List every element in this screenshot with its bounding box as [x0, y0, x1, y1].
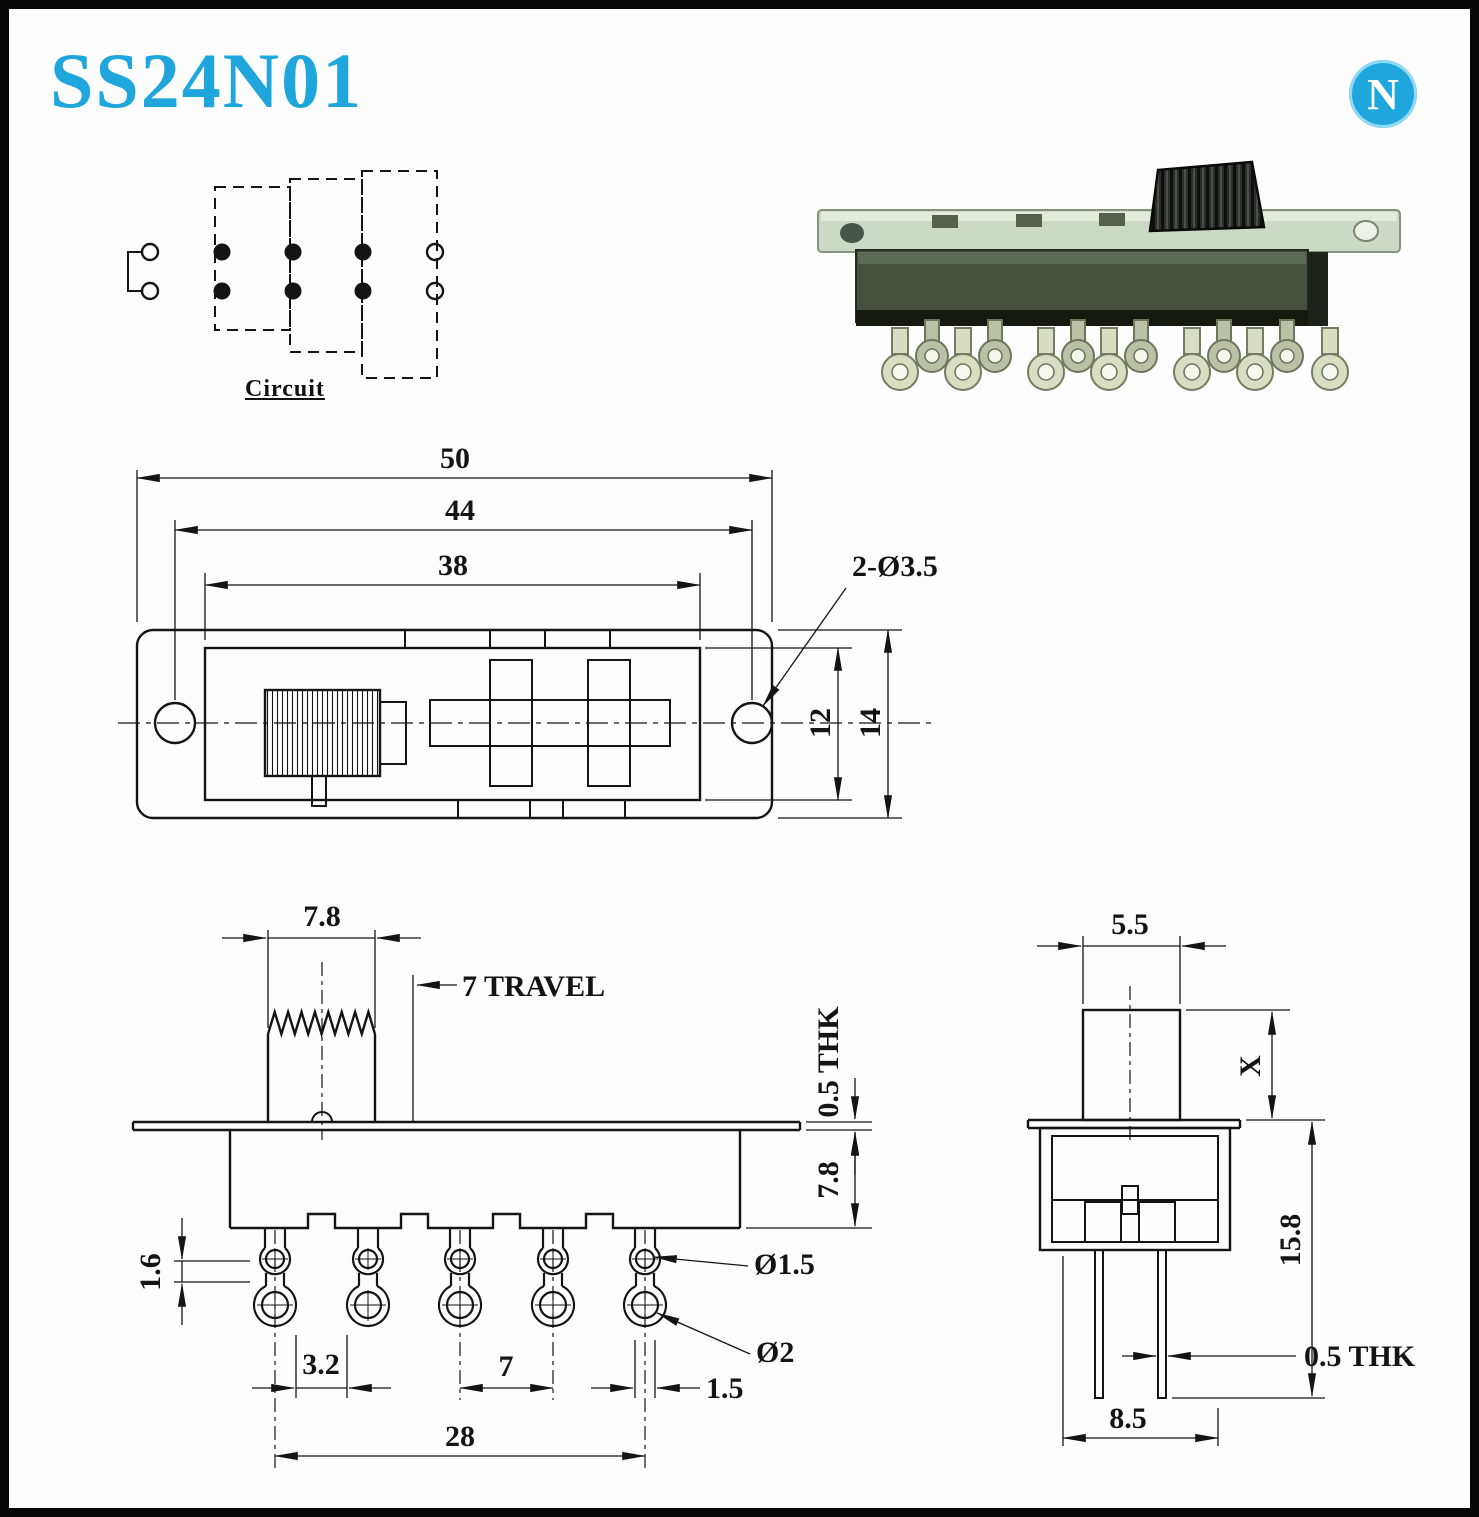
side-view-outline: [1026, 986, 1242, 1399]
terminal-pin-right: [1157, 1249, 1167, 1399]
front-dim-terminal-offset: 1.6: [134, 1253, 167, 1291]
mount-hole-right: [1353, 220, 1379, 242]
front-view-drawing: 7.8 7 TRAVEL 0.5 THK 7.8 1.6: [131, 900, 872, 1468]
product-photo: [817, 160, 1401, 391]
top-dim-flange-height: 14: [854, 708, 887, 738]
circuit-common-terminals: [140, 242, 160, 301]
front-dim-body-depth: 7.8: [812, 1161, 845, 1199]
front-dim-lug-gap: 3.2: [302, 1348, 340, 1381]
top-view-drawing: 50 44 38 2-Ø3.5 12 14: [118, 442, 938, 820]
side-dim-pin-thickness: 0.5 THK: [1304, 1340, 1416, 1373]
top-dim-hole-spacing: 44: [445, 494, 475, 527]
circuit-diagram: [127, 170, 445, 379]
side-dim-knob-depth: 5.5: [1111, 908, 1149, 941]
mount-hole-left: [840, 223, 864, 243]
top-dim-body-width: 38: [438, 549, 468, 582]
front-view-dimensions: 7.8 7 TRAVEL 0.5 THK 7.8 1.6: [134, 900, 872, 1461]
top-dim-overall-width: 50: [440, 442, 470, 475]
top-view-dimensions: 50 44 38 2-Ø3.5 12 14: [135, 442, 938, 820]
front-dim-terminal-width: 1.5: [706, 1372, 744, 1405]
top-dim-body-height: 12: [804, 708, 837, 738]
part-number-title: SS24N01: [50, 37, 364, 124]
front-view-outline: [131, 962, 802, 1468]
knob-serration: [266, 1007, 377, 1039]
circuit-contact-dots: [213, 243, 372, 300]
front-dim-small-hole: Ø1.5: [754, 1248, 815, 1281]
front-dim-large-hole: Ø2: [756, 1336, 794, 1369]
side-dim-overall-height: 15.8: [1274, 1214, 1307, 1267]
terminal-pin-left: [1094, 1249, 1104, 1399]
brand-logo-icon: N: [1349, 60, 1417, 128]
front-dim-travel: 7 TRAVEL: [462, 970, 605, 1003]
circuit-open-terminals: [425, 242, 445, 301]
side-view-dimensions: 5.5 X 15.8 0.5 THK 8.5: [1037, 908, 1416, 1446]
front-dim-terminal-pitch: 7: [499, 1350, 514, 1383]
side-dim-body-depth: 8.5: [1109, 1402, 1147, 1435]
knurled-knob-top: [263, 688, 382, 778]
side-dim-knob-height: X: [1234, 1055, 1267, 1077]
front-dim-knob-width: 7.8: [303, 900, 341, 933]
front-dim-plate-thickness: 0.5 THK: [812, 1006, 845, 1118]
top-dim-mount-holes: 2-Ø3.5: [852, 550, 938, 583]
top-view-outline: [118, 628, 932, 820]
circuit-caption: Circuit: [245, 376, 325, 402]
front-dim-terminal-span: 28: [445, 1420, 475, 1453]
side-view-drawing: 5.5 X 15.8 0.5 THK 8.5: [1026, 908, 1416, 1446]
slider-knob: [1148, 160, 1266, 233]
brand-logo-letter: N: [1367, 69, 1399, 119]
